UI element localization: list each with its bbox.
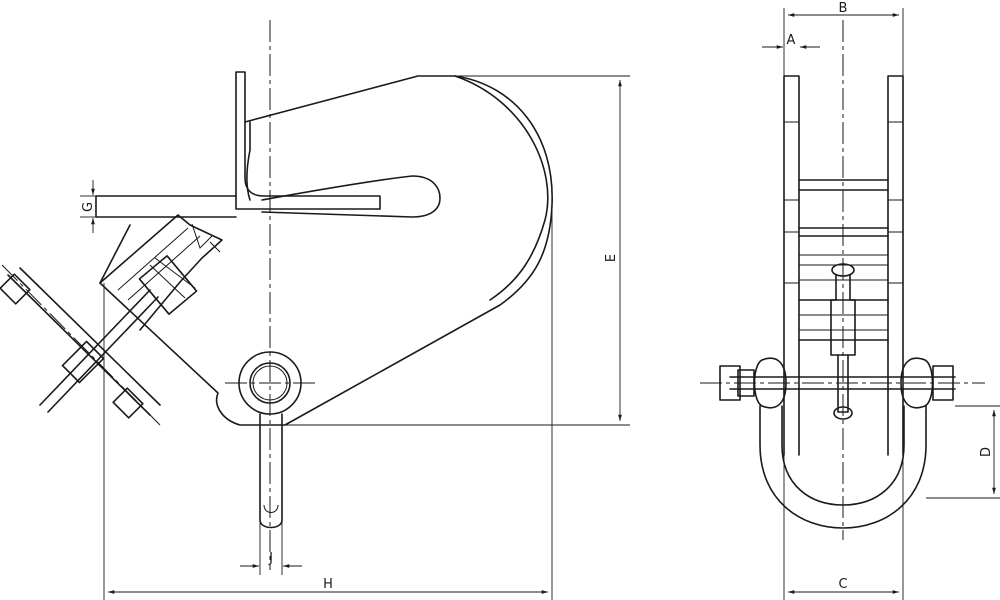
cross-pin	[729, 376, 956, 390]
t-handle-bar-edge	[47, 296, 159, 413]
dimension-h: H	[103, 205, 553, 600]
screw-shaft	[7, 274, 151, 416]
pin-shoulder-left	[753, 357, 787, 409]
right-side-plate	[887, 75, 904, 456]
screw-block	[138, 255, 198, 315]
lifting-link	[259, 413, 283, 529]
screw-swivel-nut	[61, 340, 105, 384]
shackle-eye-ring	[249, 362, 291, 404]
screw-housing-inner	[117, 223, 221, 301]
side-view: E G H J	[0, 20, 630, 600]
dimension-b: B	[783, 1, 904, 76]
screw-nut-top	[0, 273, 31, 305]
center-screw-tip	[833, 406, 853, 420]
dimension-b-label: B	[839, 1, 848, 16]
center-screw-head	[831, 263, 855, 277]
hook-inner-edge	[454, 75, 549, 301]
screw-nut-bottom	[112, 387, 144, 419]
dimension-c: C	[783, 455, 904, 600]
shackle-bow-outer	[759, 405, 927, 529]
cross-webs	[798, 179, 889, 341]
plate-details	[784, 121, 903, 284]
screw-axis	[1, 264, 161, 426]
dimension-d: D	[926, 405, 1000, 499]
dimension-a-label: A	[787, 33, 796, 48]
screw-shaft-edge	[19, 267, 161, 406]
dimension-g: G	[80, 180, 96, 233]
angle-flange	[235, 71, 381, 210]
pin-shoulder-right	[900, 357, 934, 409]
t-handle-bar	[39, 289, 151, 406]
lifting-link-end	[263, 504, 279, 513]
dimension-e: E	[285, 75, 630, 426]
dimension-h-label: H	[323, 577, 333, 592]
dimension-a: A	[762, 33, 820, 49]
left-side-plate	[783, 75, 800, 456]
dimension-j: J	[240, 520, 302, 575]
pin-nut-left	[719, 365, 741, 401]
jaw-slot	[246, 121, 441, 218]
cross-web-lines	[799, 254, 888, 331]
screw-housing	[99, 214, 223, 331]
beam-flange	[95, 195, 237, 218]
center-screw-body	[830, 274, 856, 356]
dimension-d-label: D	[979, 447, 994, 457]
dimension-j-label: J	[268, 551, 273, 566]
hook-body	[99, 75, 553, 426]
dimension-g-label: G	[81, 202, 96, 212]
shackle-bow-inner	[781, 405, 905, 506]
dimension-c-label: C	[838, 577, 847, 592]
dimension-e-label: E	[604, 254, 619, 262]
front-view: B A C D	[700, 1, 1000, 600]
